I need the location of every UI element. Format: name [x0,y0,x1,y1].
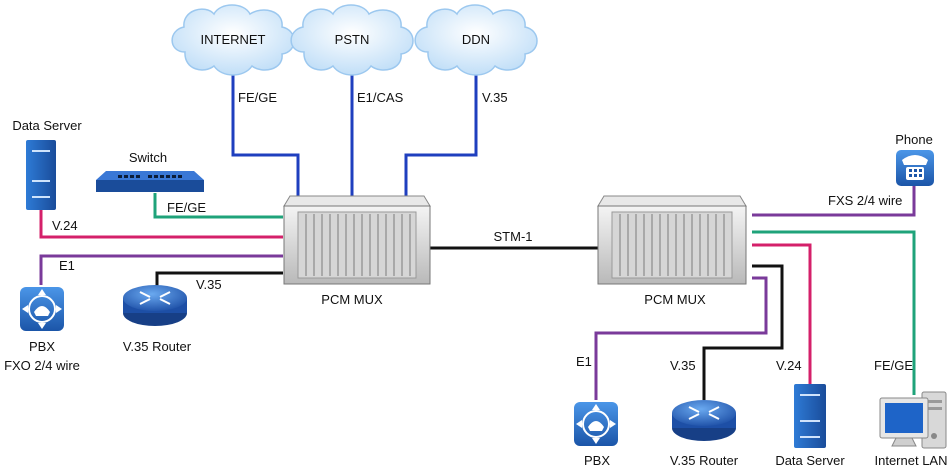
ddn-cloud [414,4,538,76]
label-e1-cas: E1/CAS [357,90,404,105]
switch-icon [96,171,204,192]
pbx-right-icon [574,402,618,446]
label-stm1: STM-1 [494,229,533,244]
internet-cloud [171,4,295,76]
label-v35-ddn: V.35 [482,90,508,105]
link-switch [153,193,283,219]
pcm-left-label: PCM MUX [321,292,383,307]
data-server-right-icon [794,384,826,448]
label-fe-ge-internet: FE/GE [238,90,277,105]
pcm-right-label: PCM MUX [644,292,706,307]
link-pbx-left [39,254,283,285]
fxo-label: FXO 2/4 wire [4,358,80,373]
router-left-icon [123,285,187,326]
link-internet [231,72,300,200]
label-fe-ge-right: FE/GE [874,358,913,373]
router-right-icon [672,400,736,441]
link-data-server-left [39,210,283,239]
pbx-left-label: PBX [29,339,55,354]
router-right-label: V.35 Router [670,453,739,468]
link-router-left [155,271,283,290]
label-e1-left: E1 [59,258,75,273]
label-fe-ge-switch: FE/GE [167,200,206,215]
link-router-right [702,264,784,400]
phone-label: Phone [895,132,933,147]
label-e1-right: E1 [576,354,592,369]
pstn-cloud [290,4,414,76]
link-pbx-right [594,276,768,400]
link-data-server-right [752,243,812,385]
label-v24-left: V.24 [52,218,78,233]
switch-label: Switch [129,150,167,165]
label-v35-left: V.35 [196,277,222,292]
pbx-right-label: PBX [584,453,610,468]
cloud-label-pstn: PSTN [335,32,370,47]
router-left-label: V.35 Router [123,339,192,354]
internet-lan-icon [879,391,947,449]
pbx-left-icon [20,287,64,331]
label-fxs: FXS 2/4 wire [828,193,902,208]
label-v35-right: V.35 [670,358,696,373]
cloud-label-ddn: DDN [462,32,490,47]
link-ddn [404,72,478,200]
data-server-right-label: Data Server [775,453,845,468]
link-phone [752,186,916,217]
data-server-left-icon [26,140,56,210]
internet-lan-label: Internet LAN [875,453,948,468]
label-v24-right: V.24 [776,358,802,373]
cloud-label-internet: INTERNET [201,32,266,47]
phone-icon [896,150,934,186]
pcm-mux-right [597,195,747,285]
link-lan [752,230,916,395]
data-server-left-label: Data Server [12,118,82,133]
pcm-mux-left [283,195,431,285]
